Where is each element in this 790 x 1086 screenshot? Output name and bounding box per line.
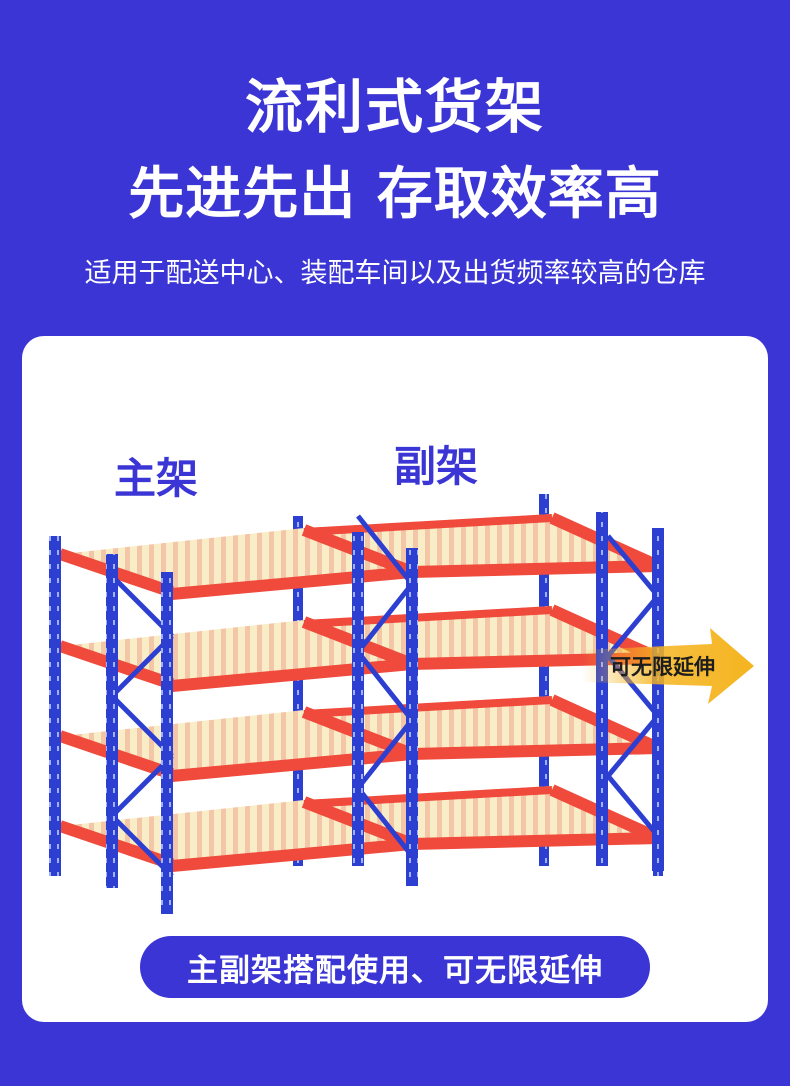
side-brace: [606, 774, 660, 838]
main-rack-label: 主架: [114, 454, 199, 503]
side-brace: [356, 582, 414, 654]
front-upright: [49, 536, 61, 876]
back-beam: [303, 606, 553, 628]
front-upright: [652, 528, 664, 871]
rack-diagram-card: 主架 副架 可无限延伸 主副架搭配使用、可无限延伸: [22, 336, 768, 1022]
side-brace: [606, 534, 660, 598]
side-brace: [356, 514, 414, 586]
front-upright: [161, 572, 173, 914]
caption-badge: 主副架搭配使用、可无限延伸: [140, 936, 650, 998]
page-title: 流利式货架: [244, 73, 545, 141]
page-description: 适用于配送中心、装配车间以及出货频率较高的仓库: [84, 258, 706, 289]
side-brace: [356, 718, 414, 790]
back-upright: [539, 494, 549, 866]
front-upright: [406, 548, 418, 886]
back-beam: [303, 786, 553, 808]
front-beam: [411, 832, 659, 850]
front-upright: [596, 512, 608, 866]
back-beam: [303, 514, 553, 536]
front-upright: [352, 532, 364, 866]
front-beam: [171, 838, 413, 872]
front-beam: [171, 748, 413, 782]
page-slogan: 先进先出 存取效率高: [128, 162, 662, 227]
front-beam: [171, 566, 413, 600]
extend-arrow-icon: [582, 628, 754, 704]
back-upright: [293, 516, 303, 866]
side-brace: [606, 594, 660, 658]
sub-rack-label: 副架: [394, 442, 479, 491]
front-beam: [411, 560, 659, 578]
back-beam: [303, 696, 553, 718]
extend-arrow-label: 可无限延伸: [610, 655, 715, 679]
side-brace: [356, 786, 414, 858]
flow-rack-illustration: [49, 494, 664, 914]
front-upright: [106, 554, 118, 888]
side-brace: [356, 650, 414, 722]
side-brace: [606, 714, 660, 778]
front-beam: [411, 742, 659, 760]
